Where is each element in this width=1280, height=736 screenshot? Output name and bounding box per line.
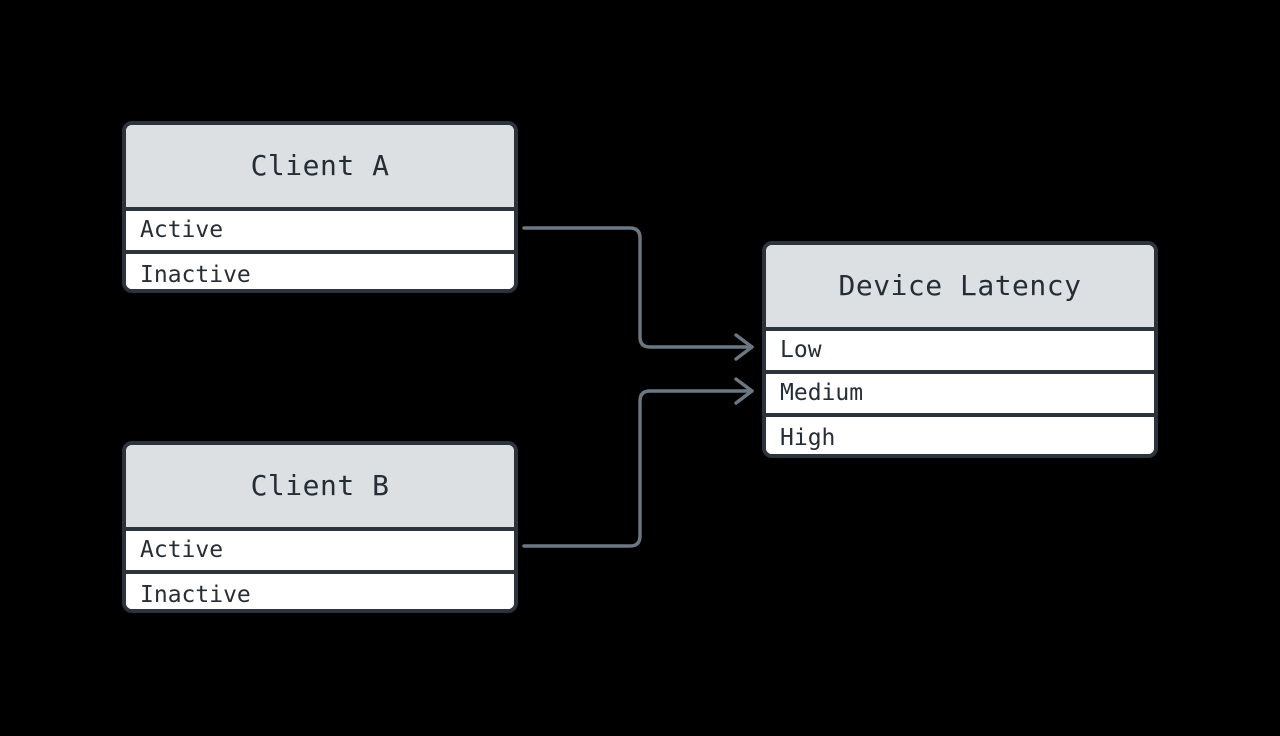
entity-client-a-row-inactive[interactable]: Inactive — [126, 254, 514, 289]
entity-device-latency-row-low[interactable]: Low — [766, 331, 1154, 374]
arrowhead-low — [734, 333, 754, 361]
connector-client-b-active-to-medium — [522, 389, 754, 548]
entity-client-b-row-active[interactable]: Active — [126, 531, 514, 574]
entity-client-b-rows: Active Inactive — [126, 531, 514, 609]
arrowhead-medium — [734, 377, 754, 405]
entity-client-a-title: Client A — [126, 125, 514, 211]
entity-client-a-row-active[interactable]: Active — [126, 211, 514, 254]
entity-client-a-rows: Active Inactive — [126, 211, 514, 289]
entity-client-b-title: Client B — [126, 445, 514, 531]
entity-device-latency-rows: Low Medium High — [766, 331, 1154, 454]
entity-device-latency[interactable]: Device Latency Low Medium High — [762, 241, 1158, 458]
entity-device-latency-row-medium[interactable]: Medium — [766, 374, 1154, 417]
connector-client-a-active-to-low — [522, 226, 754, 349]
entity-client-b-row-inactive[interactable]: Inactive — [126, 574, 514, 609]
entity-device-latency-row-high[interactable]: High — [766, 417, 1154, 454]
entity-device-latency-title: Device Latency — [766, 245, 1154, 331]
entity-client-a[interactable]: Client A Active Inactive — [122, 121, 518, 293]
entity-client-b[interactable]: Client B Active Inactive — [122, 441, 518, 613]
